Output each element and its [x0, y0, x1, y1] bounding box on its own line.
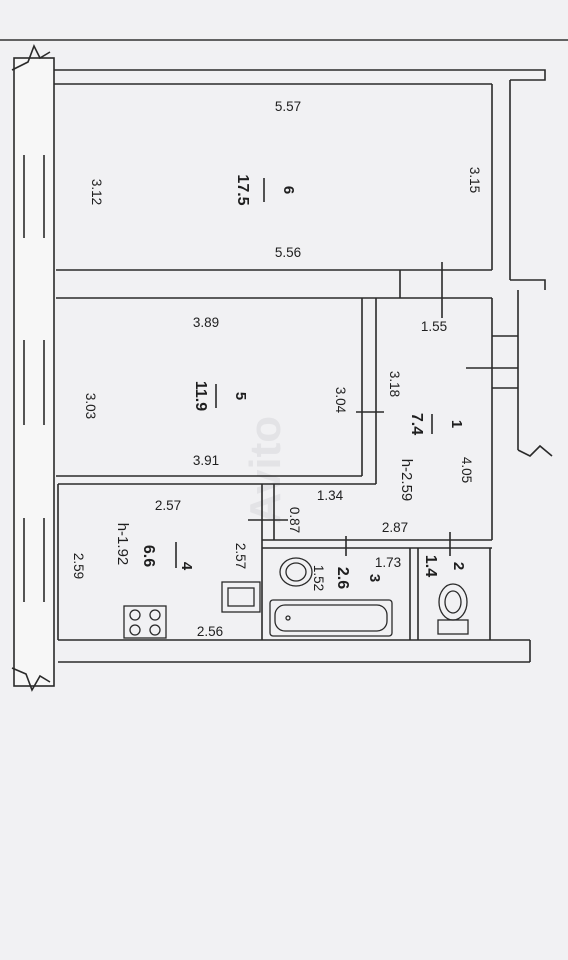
room-4-height: h-1.92: [114, 523, 131, 566]
room-4-area: 6.6: [140, 545, 157, 567]
break-mark-right: [510, 279, 546, 290]
corridor-dim-side: 0.87: [287, 507, 302, 533]
stove-icon: [123, 605, 167, 639]
break-mark-bottom: [11, 667, 51, 692]
room-4-width-bottom: 2.56: [197, 624, 223, 639]
room-3-depth: 1.52: [311, 565, 326, 591]
stove-burner-icon: [149, 609, 161, 621]
room-5-number: 5: [232, 392, 249, 400]
room-2-number: 2: [450, 562, 467, 570]
break-mark-right-lower: [517, 444, 553, 457]
toilet-bowl-icon: [438, 583, 468, 621]
room-6-width-bottom: 5.56: [275, 245, 301, 260]
room-4-width-top: 2.57: [155, 498, 181, 513]
walls: [11, 44, 553, 692]
room-6-depth-right: 3.15: [467, 167, 482, 193]
corridor-dim-top: 1.34: [317, 488, 344, 503]
room-5-depth-left: 3.03: [83, 393, 98, 419]
room-1-dim-bottom: 2.87: [382, 520, 408, 535]
room-3-number: 3: [366, 574, 383, 582]
watermark: Avito: [241, 416, 290, 524]
break-mark-top: [11, 44, 51, 71]
room-3-width: 1.73: [375, 555, 401, 570]
washbasin-icon: [279, 557, 313, 587]
room-2-area: 1.4: [422, 555, 439, 577]
toilet-tank-icon: [437, 619, 469, 635]
room-5-depth-right: 3.04: [333, 387, 348, 414]
room-1-number: 1: [448, 420, 465, 428]
bathtub-icon: [269, 599, 393, 637]
room-6-width-top: 5.57: [275, 99, 301, 114]
stove-burner-icon: [149, 624, 161, 636]
room-5-width-top: 3.89: [193, 315, 219, 330]
exterior-wall-left: [13, 57, 55, 687]
bathtub-inner-icon: [274, 604, 388, 632]
room-1-dim-top: 1.55: [421, 319, 447, 334]
exterior-wall-top: [54, 69, 546, 81]
room-1-height: h-2.59: [398, 459, 415, 502]
stove-burner-icon: [129, 609, 141, 621]
room-3-area: 2.6: [334, 567, 351, 589]
room-1-dim-right: 4.05: [459, 457, 474, 483]
room-4-depth-right: 2.57: [233, 543, 248, 569]
bathtub-drain-icon: [285, 615, 291, 621]
room-4-number: 4: [178, 562, 195, 571]
room-5-area: 11.9: [192, 381, 209, 411]
room-6-area: 17.5: [234, 174, 251, 205]
room-6-depth-left: 3.12: [89, 179, 104, 205]
room-6-number: 6: [280, 186, 297, 194]
room-4-depth-left: 2.59: [71, 553, 86, 579]
room-5-width-bottom: 3.91: [193, 453, 219, 468]
washbasin-inner-icon: [285, 562, 307, 582]
sink-basin-icon: [227, 587, 255, 607]
fixtures: [123, 557, 469, 639]
room-1-area: 7.4: [408, 413, 425, 435]
room-1-dim-left: 3.18: [387, 371, 402, 397]
stove-burner-icon: [129, 624, 141, 636]
toilet-seat-icon: [444, 590, 462, 614]
sink-icon: [221, 581, 261, 613]
